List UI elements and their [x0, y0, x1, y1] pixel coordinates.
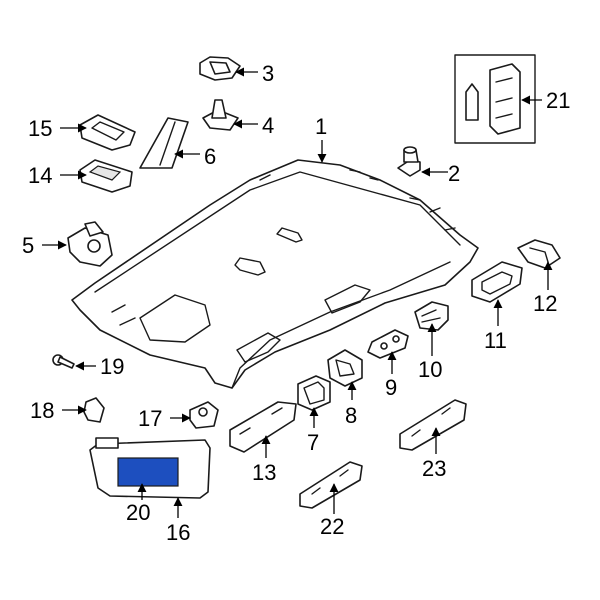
headliner-part[interactable]	[71, 159, 479, 389]
callout-21: 21	[546, 88, 570, 113]
callout-5: 5	[22, 233, 34, 258]
grab-handle-part-22[interactable]	[299, 461, 363, 509]
callout-14: 14	[28, 163, 52, 188]
callout-3: 3	[262, 61, 274, 86]
lamp-part[interactable]	[67, 221, 113, 267]
clip-part-18[interactable]	[83, 397, 105, 423]
sun-visor-part[interactable]	[89, 437, 211, 499]
tape-part[interactable]	[139, 117, 189, 169]
bezel-part-15[interactable]	[79, 114, 136, 151]
callout-23: 23	[422, 456, 446, 481]
callout-11: 11	[484, 328, 507, 353]
clip-part[interactable]	[397, 146, 421, 177]
callout-1: 1	[315, 114, 327, 139]
callout-17: 17	[138, 406, 162, 431]
callout-19: 19	[100, 354, 124, 379]
leader-arrows	[42, 67, 553, 518]
clip-part-4[interactable]	[202, 99, 239, 131]
callout-8: 8	[345, 403, 357, 428]
grab-handle-part-23[interactable]	[399, 399, 467, 451]
callout-20: 20	[126, 500, 150, 525]
callout-9: 9	[385, 375, 397, 400]
grab-handle-part-13[interactable]	[229, 401, 297, 453]
callout-13: 13	[252, 460, 276, 485]
bracket-part-7[interactable]	[297, 375, 331, 411]
retainer-part[interactable]	[199, 56, 241, 81]
callout-6: 6	[204, 144, 216, 169]
callout-22: 22	[320, 514, 344, 539]
bulb-box[interactable]	[454, 54, 536, 144]
callout-7: 7	[307, 430, 319, 455]
handle-part-11[interactable]	[471, 261, 523, 303]
bracket-part-12[interactable]	[517, 239, 561, 269]
callout-16: 16	[166, 520, 190, 545]
screw-part-19[interactable]	[52, 354, 75, 369]
callout-labels: 1 2 3 4 5 6 7 8 9 10 11 12 13 14 15 16 1…	[22, 61, 570, 545]
vanity-mirror[interactable]	[117, 457, 179, 487]
callout-2: 2	[448, 161, 460, 186]
hook-part-10[interactable]	[414, 301, 449, 331]
callout-18: 18	[30, 398, 54, 423]
bracket-part-8[interactable]	[327, 349, 363, 387]
bezel-part-14[interactable]	[79, 159, 133, 193]
visor-clip-part-17[interactable]	[189, 401, 219, 429]
bracket-part-9[interactable]	[367, 329, 409, 359]
callout-4: 4	[262, 113, 274, 138]
callout-10: 10	[418, 357, 442, 382]
callout-12: 12	[533, 291, 557, 316]
callout-15: 15	[28, 116, 52, 141]
